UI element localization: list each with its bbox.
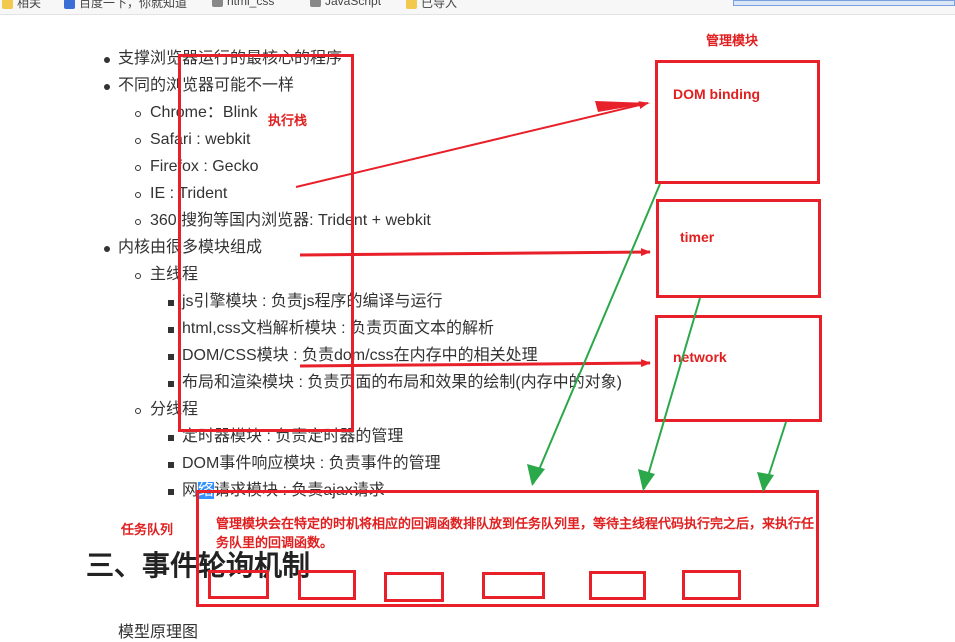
baidu-icon — [64, 0, 75, 9]
red-arrow — [299, 248, 651, 257]
task-queue-note: 管理模块会在特定的时机将相应的回调函数排队放到任务队列里，等待主线程代码执行完之… — [216, 516, 815, 550]
bookmark-item[interactable]: JavaScript — [310, 0, 381, 10]
bullet-circle — [135, 219, 141, 225]
red-arrow — [295, 101, 649, 188]
green-arrow — [527, 464, 545, 486]
bullet-circle — [135, 192, 141, 198]
network-label: network — [673, 349, 727, 365]
bullet-square — [168, 435, 174, 441]
folder-icon — [406, 0, 417, 9]
bookmark-item[interactable]: html_css — [212, 0, 274, 10]
bullet-square — [168, 354, 174, 360]
queue-slot — [298, 570, 356, 600]
list-item: DOM/CSS模块 : 负责dom/css在内存中的相关处理 — [182, 347, 538, 364]
bookmark-item[interactable]: 相关 — [2, 0, 41, 10]
list-item: 不同的浏览器可能不一样 — [118, 77, 295, 94]
queue-slot — [482, 572, 545, 599]
mgmt-label: 管理模块 — [706, 33, 759, 48]
timer-label: timer — [680, 229, 715, 245]
red-arrow — [299, 359, 651, 368]
list-item: 内核由很多模块组成 — [118, 239, 263, 256]
red-arrow — [595, 101, 651, 112]
list-item: js引擎模块 : 负责js程序的编译与运行 — [182, 293, 443, 310]
bullet-circle — [135, 111, 141, 117]
bullet-circle — [135, 273, 141, 279]
bullet-disc — [104, 246, 110, 252]
list-item: Firefox : Gecko — [150, 158, 259, 175]
list-item: html,css文档解析模块 : 负责页面文本的解析 — [182, 320, 495, 337]
task-queue-label: 任务队列 — [121, 522, 174, 537]
bookmark-item[interactable]: 百度一下，你就知道 — [64, 0, 187, 10]
timer-box — [656, 199, 821, 298]
bookmarks-bar: 相关 百度一下，你就知道 html_css JavaScript 已导入 — [0, 0, 955, 15]
list-item: DOM事件响应模块 : 负责事件的管理 — [182, 455, 441, 472]
queue-slot — [384, 572, 444, 602]
dom-binding-box — [655, 60, 820, 184]
bookmark-item[interactable]: 已导入 — [406, 0, 457, 10]
queue-slot — [208, 570, 269, 599]
exec-stack-label: 执行栈 — [268, 113, 308, 128]
bullet-square — [168, 489, 174, 495]
bullet-circle — [135, 138, 141, 144]
list-item: Chrome：Blink — [150, 104, 258, 121]
queue-slot — [682, 570, 741, 600]
list-item: 360,搜狗等国内浏览器: Trident + webkit — [150, 212, 431, 229]
exec-stack-box — [178, 54, 354, 432]
green-arrow — [532, 183, 661, 485]
folder-icon — [2, 0, 13, 9]
queue-slot — [589, 571, 646, 600]
green-arrow — [757, 472, 774, 492]
list-item: 主线程 — [150, 266, 199, 283]
bookmark-icon — [212, 0, 223, 7]
bullet-disc — [104, 57, 110, 63]
bullet-circle — [135, 408, 141, 414]
green-arrow — [643, 297, 701, 490]
list-item: Safari : webkit — [150, 131, 251, 148]
bullet-square — [168, 462, 174, 468]
bullet-square — [168, 300, 174, 306]
bullet-square — [168, 381, 174, 387]
task-queue-box — [196, 490, 819, 607]
network-box — [655, 315, 822, 422]
list-item: 分线程 — [150, 401, 199, 418]
green-arrow — [638, 469, 655, 491]
list-item: IE : Trident — [150, 185, 228, 202]
dom-binding-label: DOM binding — [673, 86, 761, 102]
bullet-disc — [104, 84, 110, 90]
bullet-circle — [135, 165, 141, 171]
bookmark-icon — [310, 0, 321, 7]
bullet-square — [168, 327, 174, 333]
list-item: 定时器模块 : 负责定时器的管理 — [182, 428, 404, 445]
arrows-layer — [295, 101, 787, 492]
list-item: 布局和渲染模块 : 负责页面的布局和效果的绘制(内存中的对象) — [182, 374, 622, 391]
